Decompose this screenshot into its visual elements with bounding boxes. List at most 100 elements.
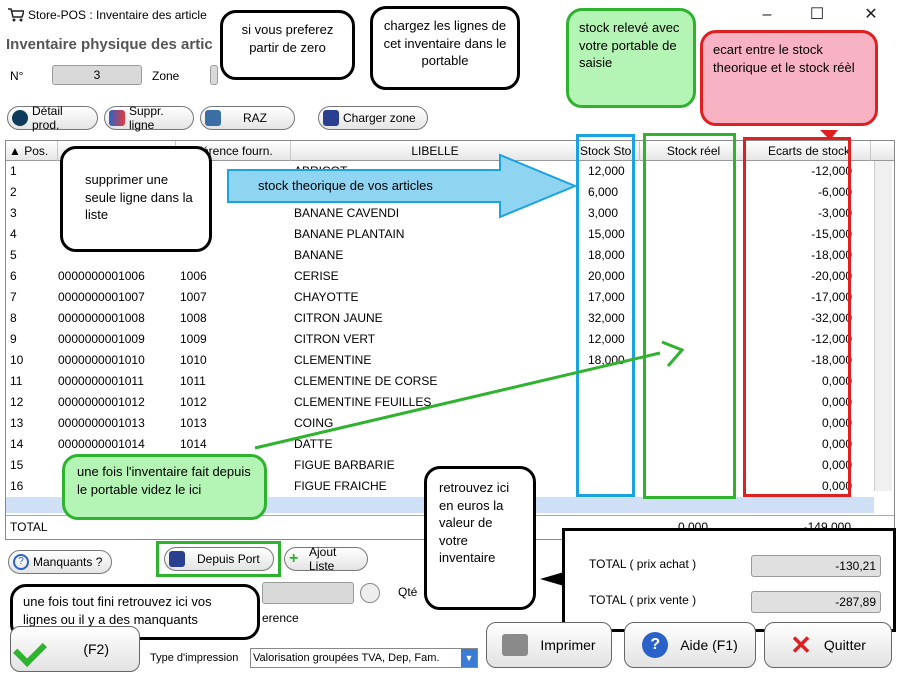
stock-theorique-frame [576, 134, 635, 497]
cell-ecart: -18,000 [811, 353, 852, 367]
search-field[interactable] [262, 582, 354, 604]
total-label: TOTAL [10, 520, 48, 534]
load-zone-button[interactable]: Charger zone [318, 106, 428, 130]
handheld-icon [169, 551, 185, 567]
reference-label: erence [262, 611, 299, 625]
col-stock-sto[interactable]: Stock Sto [577, 141, 640, 161]
cell-code: 0000000001010 [58, 353, 145, 367]
cell-pos: 4 [10, 227, 17, 241]
callout-vider: une fois l'inventaire fait depuis le por… [62, 454, 267, 520]
cell-pos: 15 [10, 458, 24, 472]
manquants-button[interactable]: ? Manquants ? [8, 550, 112, 574]
cell-ref: 1010 [180, 353, 207, 367]
total-achat-label: TOTAL ( prix achat ) [589, 557, 697, 571]
cell-stock: 15,000 [588, 227, 625, 241]
cell-ref: 1014 [180, 437, 207, 451]
cell-pos: 2 [10, 185, 17, 199]
cell-ecart: 0,000 [821, 479, 852, 493]
cell-ecart: -12,000 [811, 332, 852, 346]
zone-field[interactable] [210, 65, 218, 85]
cell-ecart: -6,000 [817, 185, 852, 199]
ecart-bubble-tail [820, 130, 838, 140]
cell-libelle: CITRON JAUNE [294, 311, 383, 325]
cell-ecart: 0,000 [821, 437, 852, 451]
number-label: N° [10, 69, 24, 83]
imprimer-button[interactable]: Imprimer [486, 622, 612, 668]
cell-libelle: FIGUE BARBARIE [294, 458, 395, 472]
cell-libelle: CLEMENTINE [294, 353, 372, 367]
callout-stock-releve: stock relevé avec votre portable de sais… [566, 8, 696, 108]
manquants-label: Manquants ? [33, 555, 103, 569]
window-title: Store-POS : Inventaire des article [28, 8, 207, 22]
cell-pos: 12 [10, 395, 24, 409]
help-icon: ? [642, 632, 669, 658]
cell-libelle: BANANE [294, 248, 344, 262]
col-ecarts[interactable]: Ecarts de stock [745, 141, 871, 161]
cell-stock: 6,000 [588, 185, 619, 199]
depuis-port-button[interactable]: Depuis Port [164, 547, 274, 571]
cell-code: 0000000001011 [58, 374, 144, 388]
detail-product-button[interactable]: Détail prod. [7, 104, 98, 132]
cell-pos: 5 [10, 248, 17, 262]
vertical-scrollbar[interactable] [874, 161, 892, 491]
printer-icon [502, 634, 529, 656]
cell-pos: 16 [10, 479, 24, 493]
print-type-select[interactable]: Valorisation groupées TVA, Dep, Fam. ▼ [250, 648, 478, 668]
eye-icon [12, 110, 28, 126]
aide-button[interactable]: ? Aide (F1) [624, 622, 756, 668]
handheld-icon [323, 110, 339, 126]
print-type-value: Valorisation groupées TVA, Dep, Fam. [253, 652, 440, 664]
col-reference[interactable]: éférence fourn. [176, 141, 291, 161]
ajout-liste-button[interactable]: + Ajout Liste [284, 545, 368, 573]
inventory-number-field[interactable]: 3 [52, 65, 142, 85]
depuis-port-frame [156, 541, 281, 577]
callout-euros: retrouvez ici en euros la valeur de votr… [424, 466, 536, 610]
ajout-liste-label: Ajout Liste [309, 545, 337, 573]
cell-ecart: 0,000 [821, 395, 852, 409]
quitter-button[interactable]: ✕ Quitter [764, 622, 892, 668]
cell-ecart: -17,000 [811, 290, 852, 304]
col-pos[interactable]: ▲ Pos. [6, 141, 58, 161]
imprimer-label: Imprimer [540, 637, 596, 653]
quitter-label: Quitter [823, 637, 866, 653]
validate-button[interactable]: (F2) [10, 626, 140, 672]
cell-libelle: CLEMENTINE FEUILLES [294, 395, 432, 409]
cell-libelle: CITRON VERT [294, 332, 376, 346]
cell-ecart: -12,000 [811, 164, 852, 178]
cell-ref: 1013 [180, 416, 207, 430]
cell-pos: 10 [10, 353, 24, 367]
cell-stock: 32,000 [588, 311, 625, 325]
cell-pos: 7 [10, 290, 17, 304]
callout-supprimer: supprimer une seule ligne dans la liste [60, 146, 212, 252]
maximize-button[interactable]: ☐ [809, 6, 825, 23]
cell-ecart: 0,000 [821, 416, 852, 430]
minimize-button[interactable]: – [762, 6, 772, 23]
table-row[interactable]: 16 FIGUE FRAICHE 0,000 [6, 476, 872, 497]
delete-line-button[interactable]: Suppr. ligne [104, 104, 194, 132]
grid-header: ▲ Pos. éférence fourn. LIBELLE Stock Sto… [6, 141, 894, 161]
cell-ecart: -18,000 [811, 248, 852, 262]
cell-stock: 12,000 [588, 164, 625, 178]
table-row[interactable]: 2 6,000 -6,000 [6, 182, 872, 203]
close-button[interactable]: ✕ [864, 6, 878, 23]
page-title: Inventaire physique des artic [6, 36, 213, 53]
cell-stock: 12,000 [588, 332, 625, 346]
cell-libelle: CERISE [294, 269, 339, 283]
raz-button[interactable]: RAZ [200, 106, 295, 130]
search-icon[interactable] [360, 583, 380, 603]
question-icon: ? [13, 554, 29, 570]
delete-line-label: Suppr. ligne [129, 104, 164, 132]
cell-libelle: FIGUE FRAICHE [294, 479, 387, 493]
